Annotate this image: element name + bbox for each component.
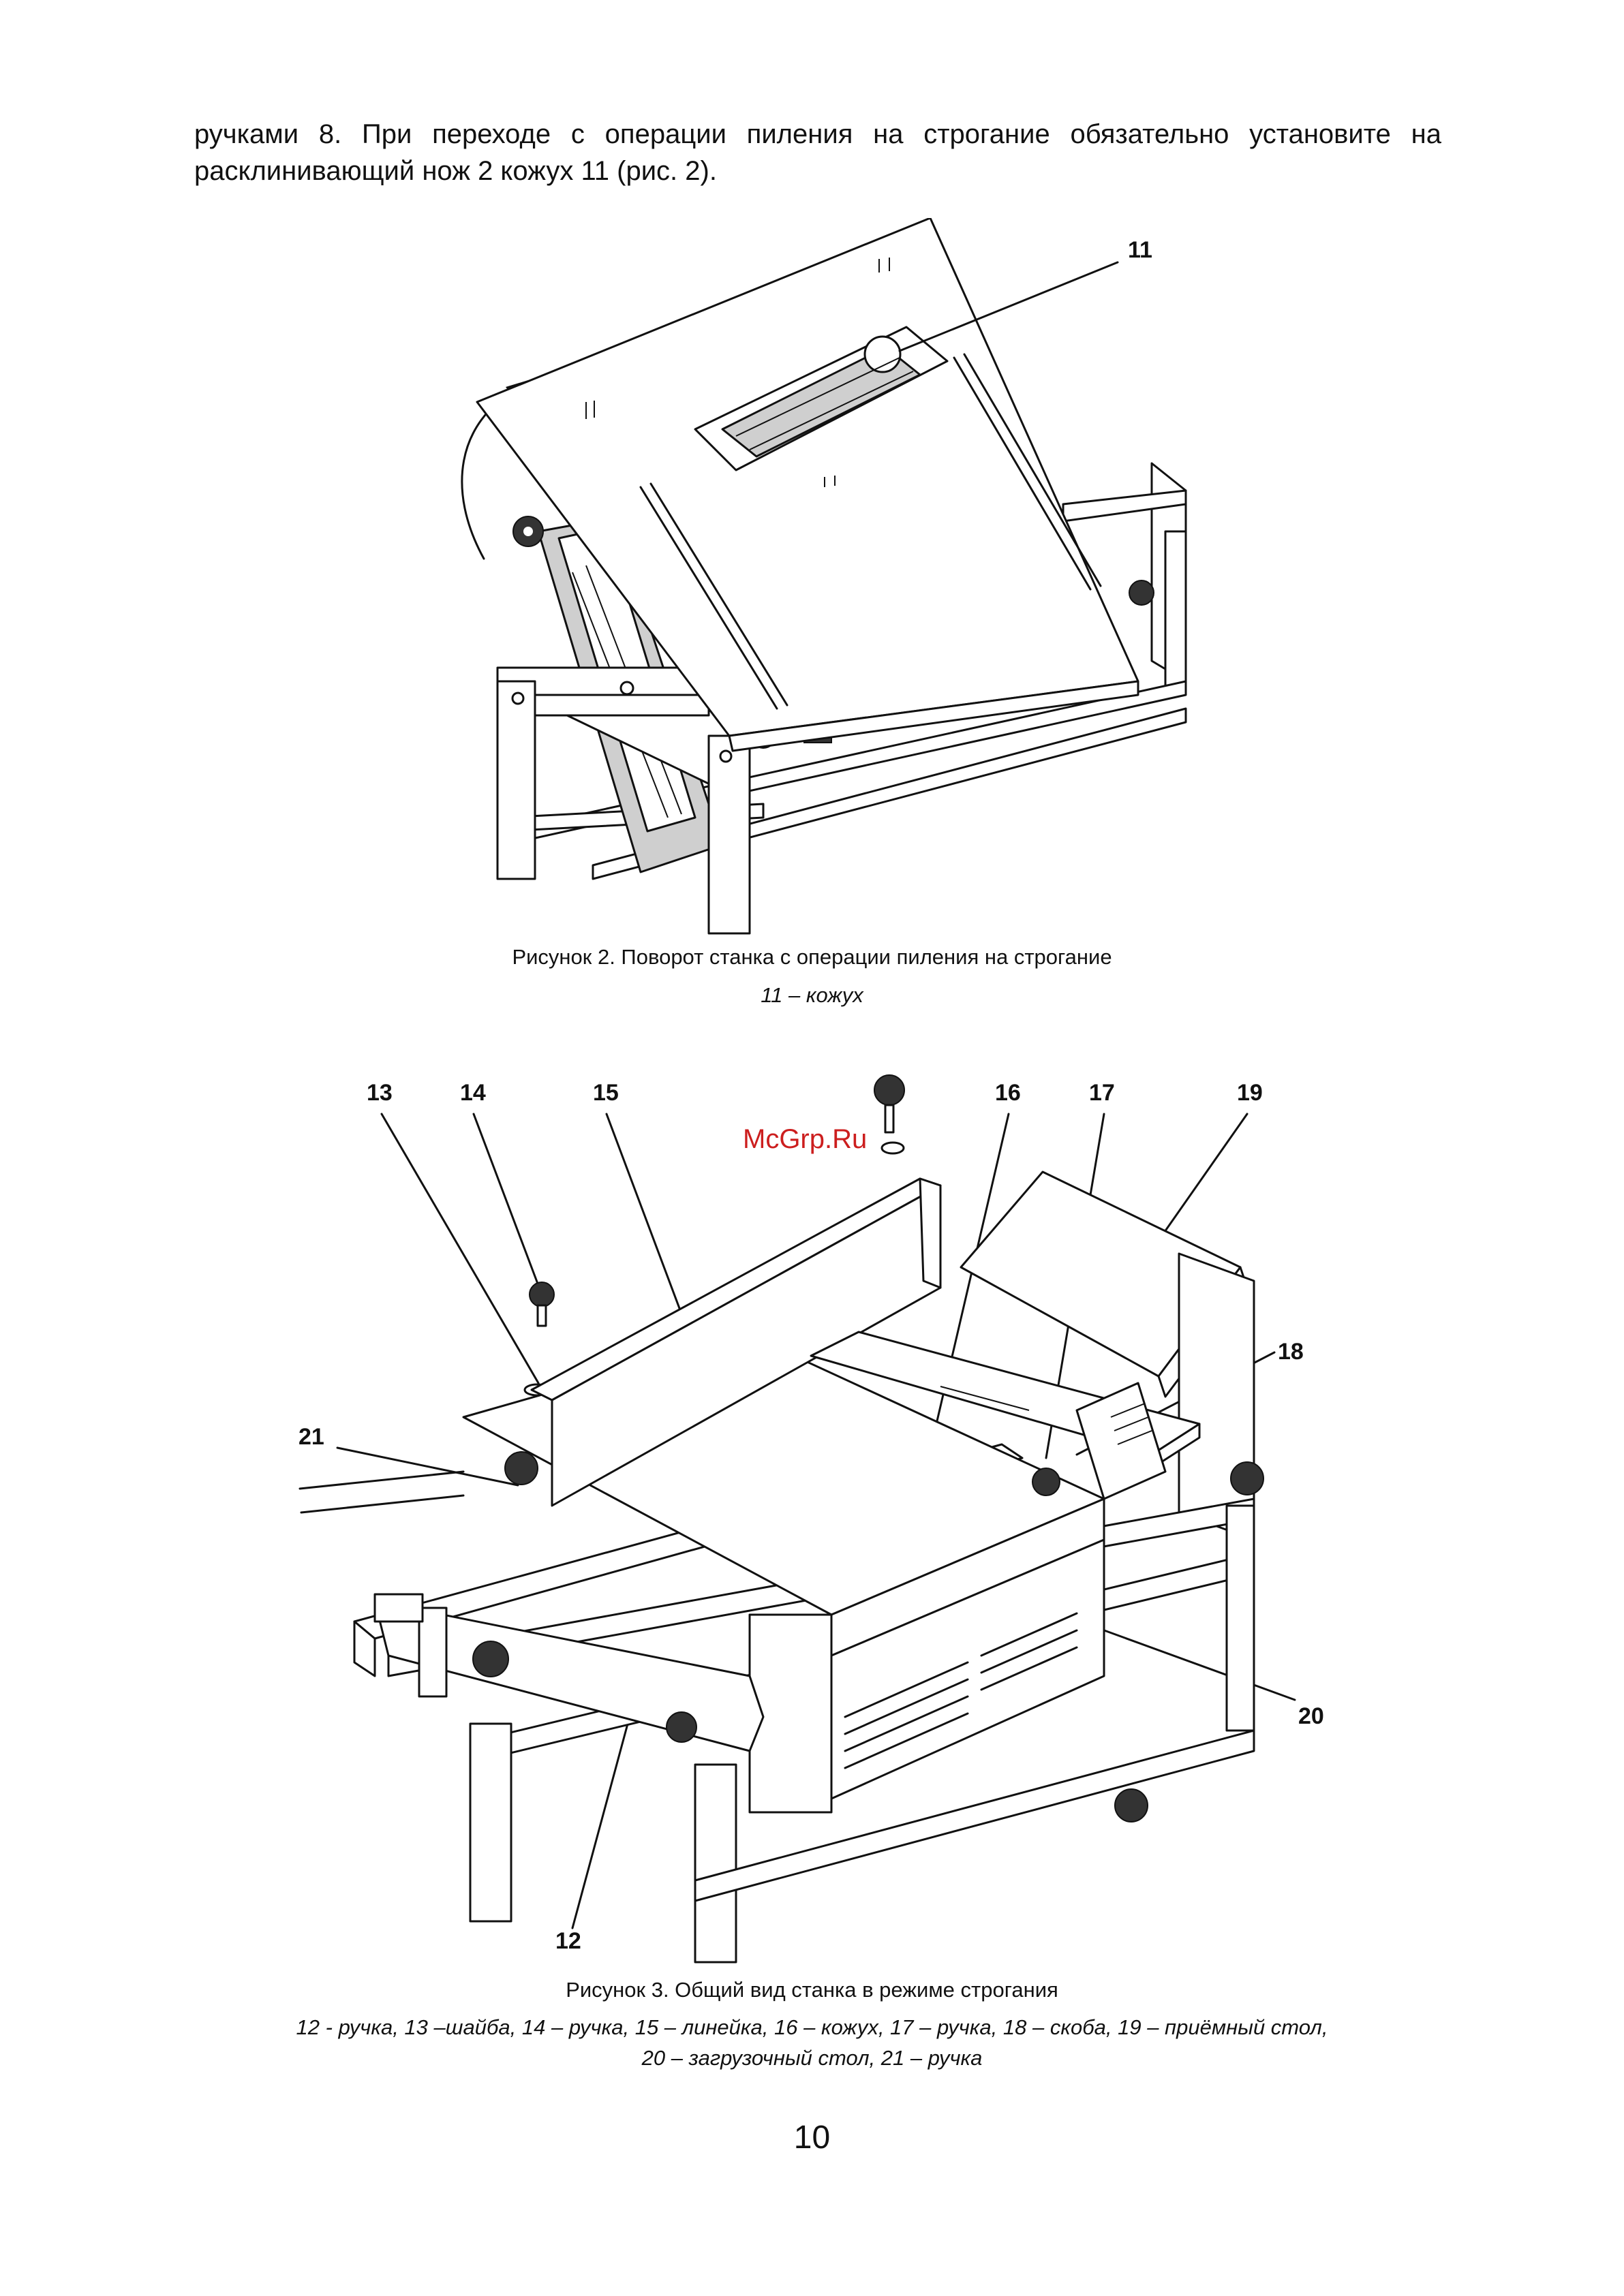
- figure-2-drawing: 11: [382, 218, 1268, 940]
- knob-14-icon: [529, 1282, 555, 1327]
- knob-12-icon: [666, 1711, 697, 1743]
- callout-14: 14: [460, 1080, 486, 1106]
- callout-16: 16: [995, 1080, 1021, 1106]
- guard-11: [694, 326, 949, 471]
- intro-line-2: расклинивающий нож 2 кожух 11 (рис. 2).: [194, 156, 717, 186]
- leader-11: [898, 261, 1119, 352]
- figure-2-svg: 11: [461, 218, 1187, 935]
- callout-17: 17: [1089, 1080, 1115, 1106]
- loose-knob-icon: [874, 1074, 905, 1155]
- callout-21: 21: [298, 1424, 324, 1450]
- figure-3-drawing: 13 14 15 16 17 19 18 21 20 12: [286, 1063, 1377, 1969]
- intro-paragraph: ручками 8. При переходе с операции пилен…: [194, 116, 1441, 189]
- figure-3-legend-line-1: 12 - ручка, 13 –шайба, 14 – ручка, 15 – …: [296, 2015, 1328, 2039]
- bracket-18: [1075, 1382, 1167, 1500]
- callout-18: 18: [1278, 1339, 1304, 1365]
- vent-slots: [844, 1612, 1078, 1769]
- knob-21-icon: [504, 1451, 538, 1485]
- figure-3-caption: Рисунок 3. Общий вид станка в режиме стр…: [566, 1978, 1058, 2002]
- callout-20: 20: [1298, 1703, 1324, 1729]
- callout-15: 15: [593, 1080, 619, 1106]
- callout-12: 12: [555, 1928, 581, 1954]
- fence-15: [530, 1177, 942, 1507]
- watermark: McGrp.Ru: [743, 1124, 868, 1154]
- page-number: 10: [793, 2120, 831, 2156]
- figure-3-legend-line-2: 20 – загрузочный стол, 21 – ручка: [641, 2046, 983, 2070]
- knob-17-icon: [1032, 1468, 1060, 1496]
- knob-icon: [1230, 1461, 1264, 1495]
- callout-19: 19: [1237, 1080, 1263, 1106]
- knob-icon: [512, 516, 544, 547]
- figure-3-svg: 13 14 15 16 17 19 18 21 20 12: [298, 1074, 1324, 1964]
- callout-11: 11: [1128, 237, 1152, 263]
- callout-13: 13: [367, 1080, 393, 1106]
- figure-2-legend: 11 – кожух: [761, 983, 863, 1007]
- figure-2-caption: Рисунок 2. Поворот станка с операции пил…: [512, 945, 1112, 969]
- intro-line-1: ручками 8. При переходе с операции пилен…: [194, 119, 1441, 149]
- knob-icon: [1114, 1788, 1148, 1822]
- knob-icon: [472, 1641, 509, 1677]
